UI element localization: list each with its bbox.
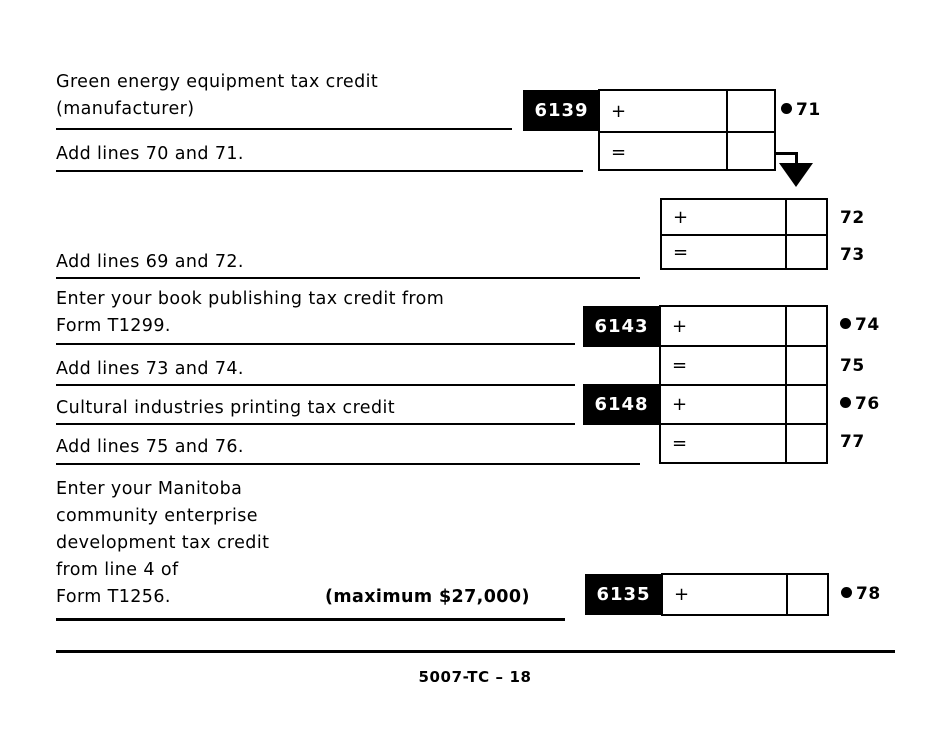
rule-cultural-industries-printing xyxy=(56,423,575,425)
row-label-add-lines-69-72: Add lines 69 and 72. xyxy=(56,252,244,272)
row-label-add-lines-75-76: Add lines 75 and 76. xyxy=(56,437,244,457)
connector-horizontal xyxy=(774,152,798,155)
amount-boxgroup-71-72: + = xyxy=(598,89,776,171)
amount-row-77: = xyxy=(661,423,826,462)
footer-divider xyxy=(56,650,895,653)
field-code-6148: 6148 xyxy=(583,384,660,425)
cents-field-70-71[interactable] xyxy=(726,133,768,171)
cents-field-73[interactable] xyxy=(785,236,826,268)
row-label-add-lines-70-71: Add lines 70 and 71. xyxy=(56,144,244,164)
amount-row-75: = xyxy=(661,345,826,384)
rule-add-lines-75-76 xyxy=(56,463,640,465)
operator-plus-78: + xyxy=(674,584,690,605)
line-number-76: 76 xyxy=(840,394,880,414)
line-number-75: 75 xyxy=(840,356,865,376)
line-number-71: 71 xyxy=(781,100,821,120)
amount-row-70-plus-71: = xyxy=(600,131,774,171)
operator-equals-70-71: = xyxy=(611,141,627,163)
footer-form-id: 5007-TC – 18 xyxy=(418,668,532,686)
operator-equals-73: = xyxy=(673,241,689,263)
connector-vertical xyxy=(795,152,798,167)
field-code-6139: 6139 xyxy=(523,90,600,131)
row-label-cultural-industries-printing: Cultural industries printing tax credit xyxy=(56,398,395,418)
amount-boxgroup-74-77: + = + = xyxy=(659,305,828,464)
amount-row-72: + xyxy=(662,200,826,234)
cents-field-74[interactable] xyxy=(784,307,826,345)
rule-add-lines-70-71 xyxy=(56,170,583,172)
rule-add-lines-69-72 xyxy=(56,277,640,279)
cents-field-76[interactable] xyxy=(784,386,826,423)
operator-plus-72: + xyxy=(673,206,689,228)
cents-field-78[interactable] xyxy=(786,575,827,614)
cents-field-71[interactable] xyxy=(726,91,768,131)
field-code-6143: 6143 xyxy=(583,306,660,347)
row-label-green-energy-manufacturer: Green energy equipment tax credit (manuf… xyxy=(56,72,379,119)
amount-row-76: + xyxy=(661,384,826,423)
operator-equals-77: = xyxy=(672,433,688,454)
rule-add-lines-73-74 xyxy=(56,384,575,386)
bullet-dot-icon xyxy=(841,587,852,598)
amount-boxgroup-78: + xyxy=(661,573,829,616)
amount-boxgroup-72-73: + = xyxy=(660,198,828,270)
rule-green-energy-manufacturer xyxy=(56,128,512,130)
cents-field-75[interactable] xyxy=(784,347,826,384)
line-number-72: 72 xyxy=(840,208,865,228)
rule-book-publishing xyxy=(56,343,575,345)
field-code-6135: 6135 xyxy=(585,574,662,615)
amount-row-71: + xyxy=(600,91,774,131)
connector-arrowhead-icon xyxy=(779,163,813,187)
row-label-community-enterprise-development: Enter your Manitoba community enterprise… xyxy=(56,479,270,607)
row-label-add-lines-73-74: Add lines 73 and 74. xyxy=(56,359,244,379)
row-label-book-publishing: Enter your book publishing tax credit fr… xyxy=(56,289,445,336)
bullet-dot-icon xyxy=(840,318,851,329)
amount-row-78: + xyxy=(663,575,827,614)
cents-field-77[interactable] xyxy=(784,425,826,462)
bullet-dot-icon xyxy=(781,103,792,114)
rule-community-enterprise-development xyxy=(56,618,565,621)
operator-equals-75: = xyxy=(672,355,688,376)
line-number-74: 74 xyxy=(840,315,880,335)
operator-plus-74: + xyxy=(672,315,688,337)
amount-row-73: = xyxy=(662,234,826,268)
amount-row-74: + xyxy=(661,307,826,345)
line-number-78: 78 xyxy=(841,584,881,604)
line-number-77: 77 xyxy=(840,432,865,452)
cents-field-72[interactable] xyxy=(785,200,826,234)
maximum-note-27000: (maximum $27,000) xyxy=(325,587,530,607)
operator-plus-71: + xyxy=(611,100,627,122)
bullet-dot-icon xyxy=(840,397,851,408)
operator-plus-76: + xyxy=(672,394,688,415)
line-number-73: 73 xyxy=(840,245,865,265)
